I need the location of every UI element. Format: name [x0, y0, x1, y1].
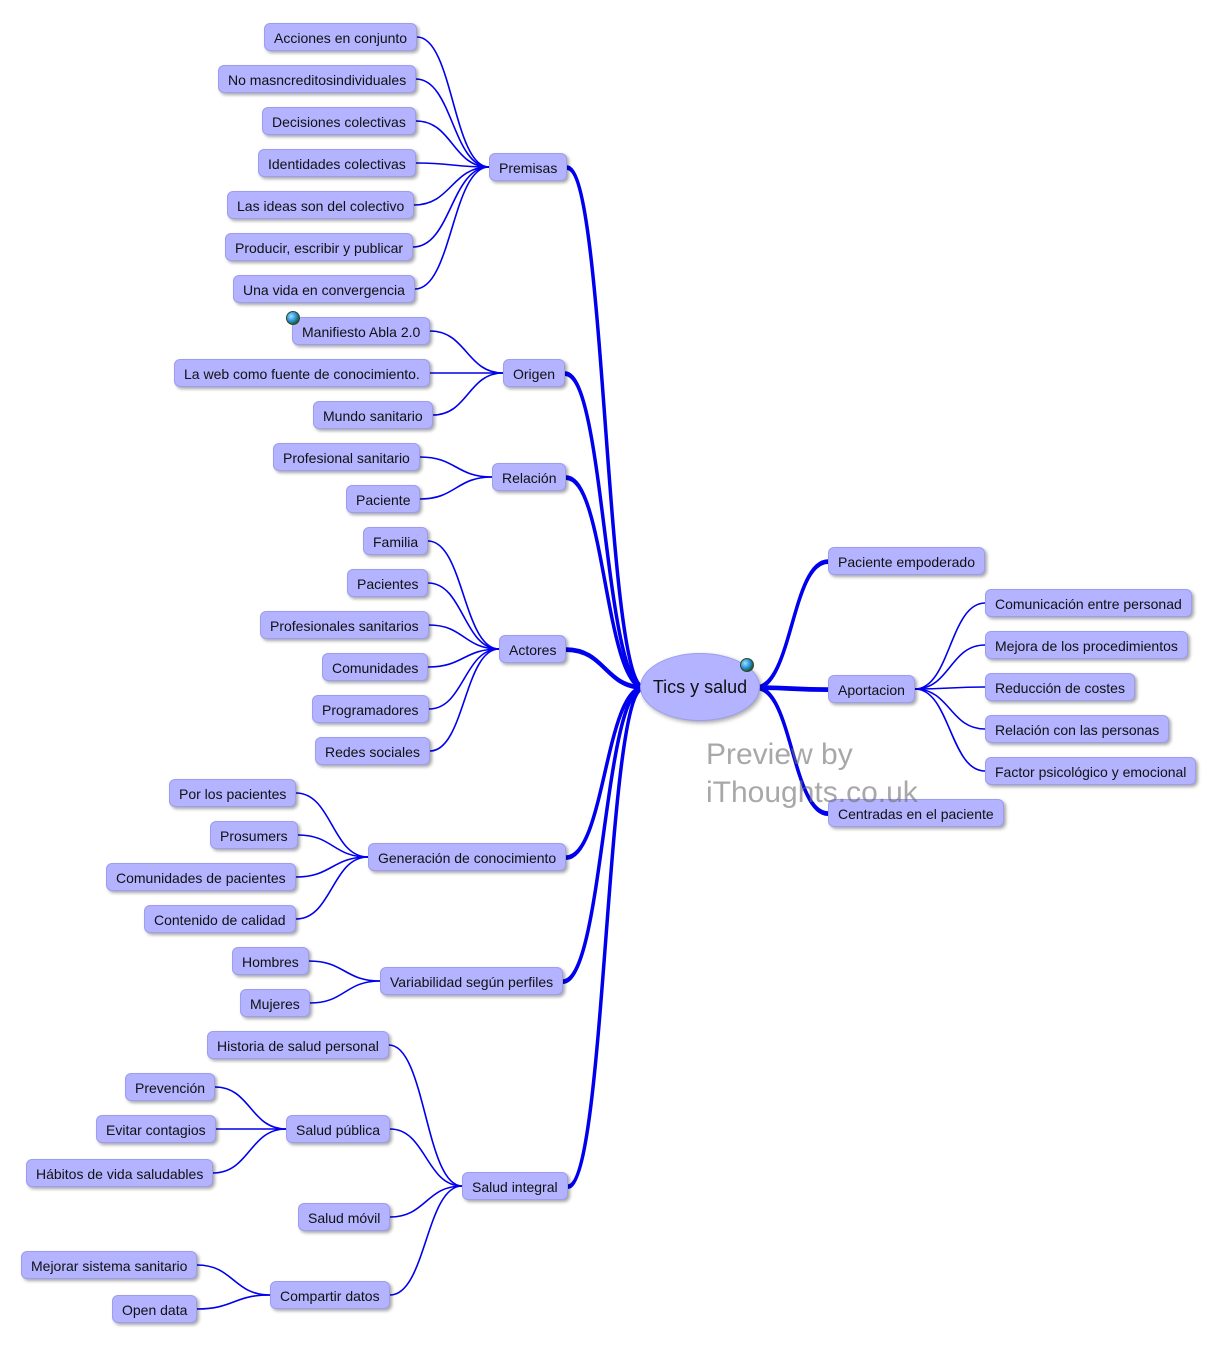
link-n-sm: [389, 1185, 463, 1218]
link-n-cd0: [196, 1264, 271, 1296]
globe-icon[interactable]: [740, 658, 754, 672]
branch-premisas[interactable]: Premisas: [489, 153, 568, 181]
branch-relacion[interactable]: Relación: [492, 463, 567, 491]
leaf-mujeres[interactable]: Mujeres: [240, 989, 310, 1017]
link-n-sp: [389, 1128, 463, 1187]
leaf-redes-sociales[interactable]: Redes sociales: [315, 737, 430, 765]
link-n-p4: [413, 166, 490, 206]
leaf-ideas-del-colectivo[interactable]: Las ideas son del colectivo: [227, 191, 415, 219]
link-n-ap2: [914, 686, 986, 690]
leaf-mundo-sanitario[interactable]: Mundo sanitario: [313, 401, 433, 429]
link-n-ap: [754, 685, 830, 691]
link-n-actores-b: [565, 650, 645, 690]
leaf-profesional-sanitario[interactable]: Profesional sanitario: [273, 443, 420, 471]
link-n-v1: [309, 980, 381, 1004]
link-n-g2: [295, 856, 369, 878]
leaf-comunidades[interactable]: Comunidades: [322, 653, 429, 681]
link-n-ap1: [914, 644, 986, 690]
leaf-prevencion[interactable]: Prevención: [125, 1073, 216, 1101]
link-n-ap0: [914, 602, 986, 690]
leaf-prosumers[interactable]: Prosumers: [210, 821, 298, 849]
link-n-var-b: [562, 688, 645, 984]
link-n-a0: [427, 540, 500, 650]
leaf-salud-movil[interactable]: Salud móvil: [298, 1203, 391, 1231]
leaf-programadores[interactable]: Programadores: [312, 695, 429, 723]
branch-salud-integral[interactable]: Salud integral: [462, 1172, 568, 1200]
globe-icon[interactable]: [286, 311, 300, 325]
link-n-hist: [388, 1044, 463, 1187]
link-n-p5: [412, 166, 490, 248]
link-n-sp0: [214, 1086, 287, 1130]
link-n-g3: [295, 856, 369, 920]
leaf-decisiones-colectivas[interactable]: Decisiones colectivas: [262, 107, 416, 135]
link-n-actores: [564, 647, 646, 689]
link-n-v0: [308, 960, 381, 982]
leaf-historia-salud-personal[interactable]: Historia de salud personal: [207, 1031, 389, 1059]
branch-centradas-paciente[interactable]: Centradas en el paciente: [828, 799, 1004, 827]
leaf-mejorar-sistema-sanitario[interactable]: Mejorar sistema sanitario: [21, 1251, 198, 1279]
link-n-sp2: [212, 1128, 287, 1174]
leaf-open-data[interactable]: Open data: [112, 1295, 198, 1323]
link-n-a2: [428, 624, 500, 650]
leaf-producir-escribir-publicar[interactable]: Producir, escribir y publicar: [225, 233, 414, 261]
branch-origen[interactable]: Origen: [503, 359, 566, 387]
link-n-a3: [427, 648, 500, 668]
leaf-contenido-de-calidad[interactable]: Contenido de calidad: [144, 905, 296, 933]
link-n-ce-b: [755, 688, 829, 816]
leaf-relacion-personas[interactable]: Relación con las personas: [985, 715, 1170, 743]
link-n-pe-b: [755, 562, 829, 690]
leaf-paciente[interactable]: Paciente: [346, 485, 421, 513]
link-n-cd1: [196, 1294, 271, 1310]
link-n-p6: [414, 166, 490, 290]
leaf-pacientes[interactable]: Pacientes: [347, 569, 429, 597]
link-n-p2: [415, 120, 490, 168]
link-n-si-b: [567, 688, 645, 1189]
leaf-mejora-procedimientos[interactable]: Mejora de los procedimientos: [985, 631, 1188, 659]
leaf-hombres[interactable]: Hombres: [232, 947, 309, 975]
link-n-a4: [428, 648, 500, 710]
leaf-comunicacion-entre-personas[interactable]: Comunicación entre personad: [985, 589, 1192, 617]
branch-variabilidad-perfiles[interactable]: Variabilidad según perfiles: [380, 967, 564, 995]
leaf-evitar-contagios[interactable]: Evitar contagios: [96, 1115, 216, 1143]
link-n-cd: [389, 1185, 463, 1296]
link-n-r1: [419, 476, 493, 500]
branch-actores[interactable]: Actores: [499, 635, 567, 663]
link-n-p1: [415, 78, 490, 168]
leaf-web-fuente-conocimiento[interactable]: La web como fuente de conocimiento.: [174, 359, 430, 387]
branch-generacion-conocimiento[interactable]: Generación de conocimiento: [368, 843, 567, 871]
leaf-por-los-pacientes[interactable]: Por los pacientes: [169, 779, 297, 807]
leaf-vida-en-convergencia[interactable]: Una vida en convergencia: [233, 275, 415, 303]
link-n-premisas-b: [566, 168, 645, 690]
link-n-a1: [427, 582, 500, 650]
subbranch-compartir-datos[interactable]: Compartir datos: [270, 1281, 390, 1309]
leaf-familia[interactable]: Familia: [363, 527, 429, 555]
link-n-r0: [419, 456, 493, 478]
link-n-ap3: [914, 688, 986, 730]
branch-paciente-empoderado[interactable]: Paciente empoderado: [828, 547, 985, 575]
subbranch-salud-publica[interactable]: Salud pública: [286, 1115, 391, 1143]
leaf-reduccion-costes[interactable]: Reducción de costes: [985, 673, 1135, 701]
link-n-relacion-b: [565, 478, 645, 690]
leaf-no-mas-creditos[interactable]: No masncreditosindividuales: [218, 65, 417, 93]
link-n-a5: [429, 648, 500, 752]
branch-aportacion[interactable]: Aportacion: [828, 675, 915, 703]
link-n-p0: [416, 36, 490, 168]
link-n-o2: [432, 372, 504, 416]
link-n-ap4: [914, 688, 986, 772]
link-n-o0: [429, 330, 504, 374]
leaf-profesionales-sanitarios[interactable]: Profesionales sanitarios: [260, 611, 429, 639]
root-label: Tics y salud: [652, 676, 748, 697]
leaf-identidades-colectivas[interactable]: Identidades colectivas: [258, 149, 416, 177]
leaf-comunidades-de-pacientes[interactable]: Comunidades de pacientes: [106, 863, 296, 891]
link-n-g0: [295, 792, 369, 858]
leaf-manifiesto-abla[interactable]: Manifiesto Abla 2.0: [292, 317, 431, 345]
link-n-p3: [415, 162, 490, 168]
leaf-factor-psicologico-emocional[interactable]: Factor psicológico y emocional: [985, 757, 1197, 785]
link-n-g1: [297, 834, 369, 858]
leaf-habitos-vida-saludables[interactable]: Hábitos de vida saludables: [26, 1159, 214, 1187]
leaf-acciones-en-conjunto[interactable]: Acciones en conjunto: [264, 23, 418, 51]
